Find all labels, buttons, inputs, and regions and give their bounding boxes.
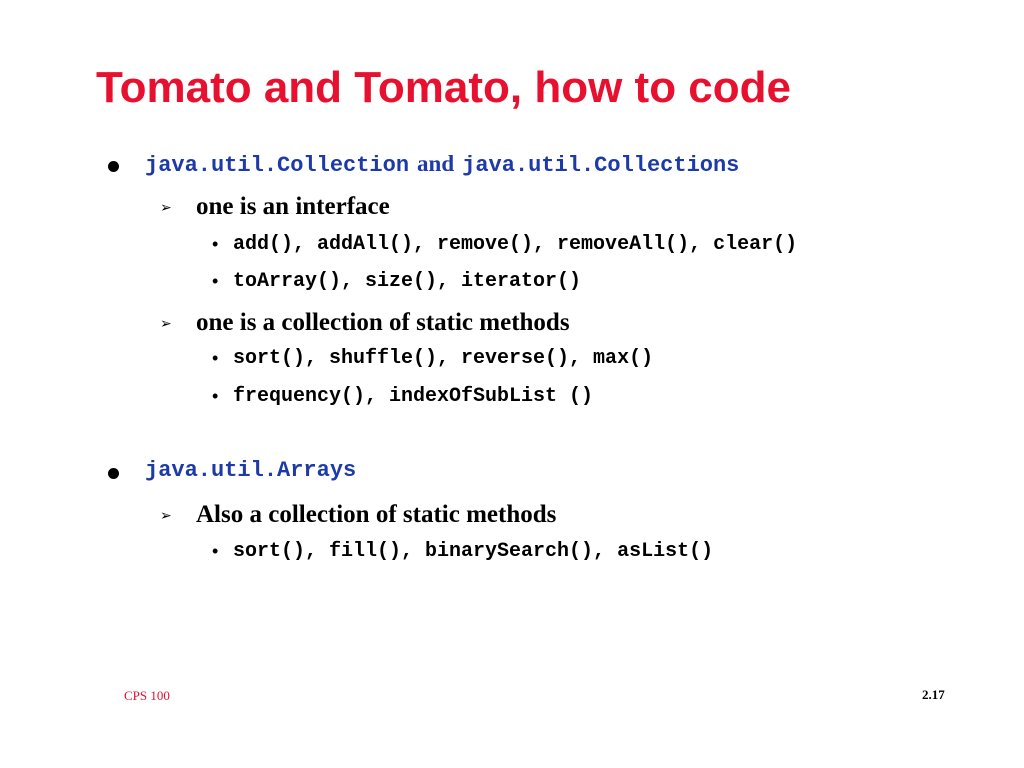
bullet-arrays: java.util.Arrays — [145, 458, 356, 483]
arrow-bullet-icon: ➢ — [160, 508, 172, 524]
slide-title: Tomato and Tomato, how to code — [96, 63, 791, 112]
arrow-bullet-icon: ➢ — [160, 316, 172, 332]
arrow-bullet-icon: ➢ — [160, 200, 172, 216]
method-list-item: add(), addAll(), remove(), removeAll(), … — [233, 233, 798, 256]
bullet-dot-icon — [108, 161, 119, 172]
small-bullet-icon: • — [212, 348, 219, 368]
connector-word: and — [417, 151, 455, 176]
small-bullet-icon: • — [212, 271, 219, 291]
bullet-dot-icon — [108, 468, 119, 479]
method-list-item: toArray(), size(), iterator() — [233, 270, 582, 293]
code-arrays: java.util.Arrays — [145, 458, 357, 483]
small-bullet-icon: • — [212, 386, 219, 406]
small-bullet-icon: • — [212, 234, 219, 254]
sub-item-static-methods: one is a collection of static methods — [196, 309, 570, 336]
small-bullet-icon: • — [212, 541, 219, 561]
footer-course: CPS 100 — [124, 688, 170, 703]
code-collections: java.util.Collections — [462, 153, 740, 178]
method-list-item: frequency(), indexOfSubList () — [233, 385, 594, 408]
method-list-item: sort(), fill(), binarySearch(), asList() — [233, 540, 714, 563]
sub-item-interface: one is an interface — [196, 193, 390, 220]
footer-page-number: 2.17 — [922, 687, 945, 702]
method-list-item: sort(), shuffle(), reverse(), max() — [233, 347, 654, 370]
bullet-collections: java.util.Collection and java.util.Colle… — [145, 151, 739, 178]
code-collection: java.util.Collection — [145, 153, 410, 178]
sub-item-arrays-static: Also a collection of static methods — [196, 501, 557, 528]
